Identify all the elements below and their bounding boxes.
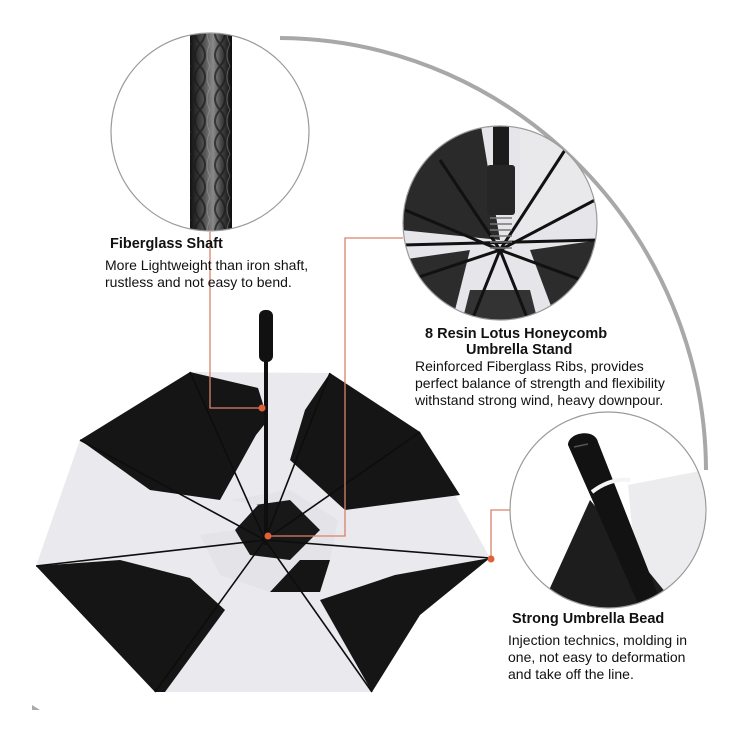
feature-title: 8 Resin Lotus Honeycomb <box>425 326 608 342</box>
feature-desc-line: and take off the line. <box>508 666 634 682</box>
leader-bead <box>490 509 510 558</box>
feature-title: Strong Umbrella Bead <box>512 611 665 627</box>
leader-lines <box>209 232 510 558</box>
feature-desc-line: Injection technics, molding in <box>508 632 687 648</box>
ribs-closeup <box>403 126 597 320</box>
leader-dot-bead <box>487 555 495 563</box>
feature-desc-line: Reinforced Fiberglass Ribs, provides <box>415 358 644 374</box>
ribs-closeup-frame <box>402 125 598 321</box>
umbrella-handle <box>259 310 273 362</box>
shaft-closeup-frame <box>110 32 310 232</box>
umbrella-canopy <box>35 310 491 693</box>
feature-desc-line: one, not easy to deformation <box>508 649 686 665</box>
leader-dot-stand <box>264 532 272 540</box>
feature-title: Umbrella Stand <box>466 342 573 358</box>
decorative-arc <box>279 36 708 471</box>
shaft-closeup <box>111 33 309 231</box>
feature-desc-line: rustless and not easy to bend. <box>105 274 292 290</box>
feature-desc-line: More Lightweight than iron shaft, <box>105 257 309 273</box>
umbrella-shaft <box>264 350 268 545</box>
feature-desc-line: withstand strong wind, heavy downpour. <box>415 392 664 408</box>
corner-mark <box>32 705 40 710</box>
leader-dot-shaft <box>258 404 266 412</box>
leader-stand <box>270 237 403 537</box>
bead-closeup <box>510 412 706 608</box>
feature-desc-line: perfect balance of strength and flexibil… <box>415 375 665 391</box>
feature-title: Fiberglass Shaft <box>110 236 223 252</box>
leader-shaft <box>209 232 262 409</box>
